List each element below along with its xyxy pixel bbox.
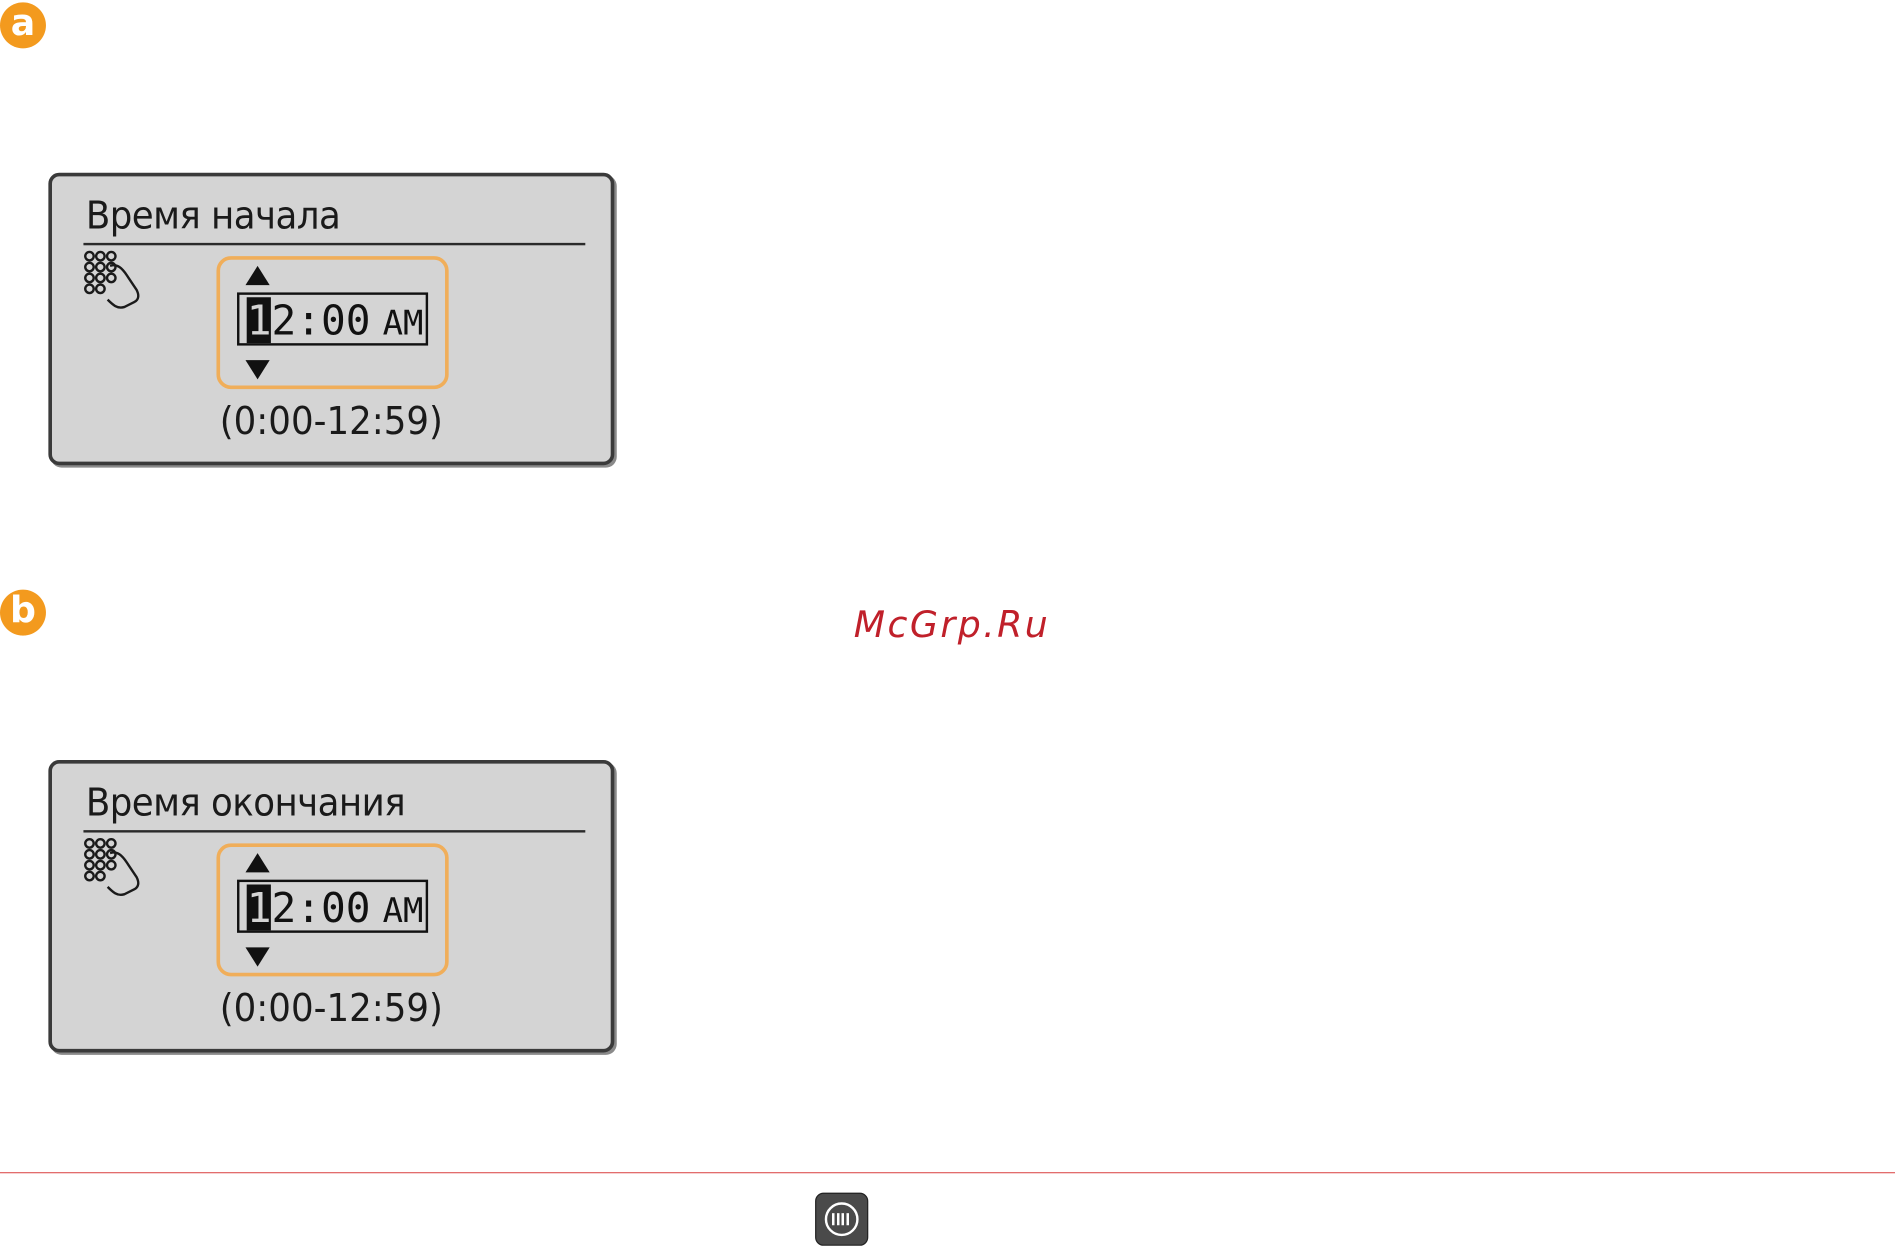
step-marker-a: a	[0, 2, 46, 48]
watermark: McGrp.Ru	[854, 604, 1050, 648]
time-value: 2:00	[271, 297, 370, 345]
footer-divider	[0, 1172, 1895, 1173]
navigation-button-icon	[825, 1202, 859, 1236]
time-cursor: 1	[247, 885, 272, 933]
title-divider	[83, 830, 585, 832]
time-range-hint: (0:00-12:59)	[74, 396, 588, 444]
lcd-screen-start-time: Время начала 12:00 AM (0:00-12:59)	[48, 173, 614, 465]
increment-arrow-icon[interactable]	[245, 853, 269, 872]
navigation-button[interactable]	[815, 1193, 868, 1246]
decrement-arrow-icon[interactable]	[245, 360, 269, 379]
title-divider	[83, 243, 585, 245]
step-marker-b: b	[0, 590, 46, 636]
time-range-hint: (0:00-12:59)	[74, 984, 588, 1032]
decrement-arrow-icon[interactable]	[245, 947, 269, 966]
screen-title: Время начала	[86, 193, 340, 237]
time-cursor: 1	[247, 297, 272, 345]
increment-arrow-icon[interactable]	[245, 266, 269, 285]
lcd-screen-end-time: Время окончания 12:00 AM (0:00-12:59)	[48, 760, 614, 1052]
numeric-keypad-hand-icon	[81, 836, 154, 899]
numeric-keypad-hand-icon	[81, 249, 154, 312]
screen-title: Время окончания	[86, 781, 405, 825]
time-input[interactable]: 12:00 AM	[237, 880, 428, 933]
time-input[interactable]: 12:00 AM	[237, 292, 428, 345]
time-ampm: AM	[383, 303, 424, 343]
time-value: 2:00	[271, 885, 370, 933]
time-ampm: AM	[383, 891, 424, 931]
